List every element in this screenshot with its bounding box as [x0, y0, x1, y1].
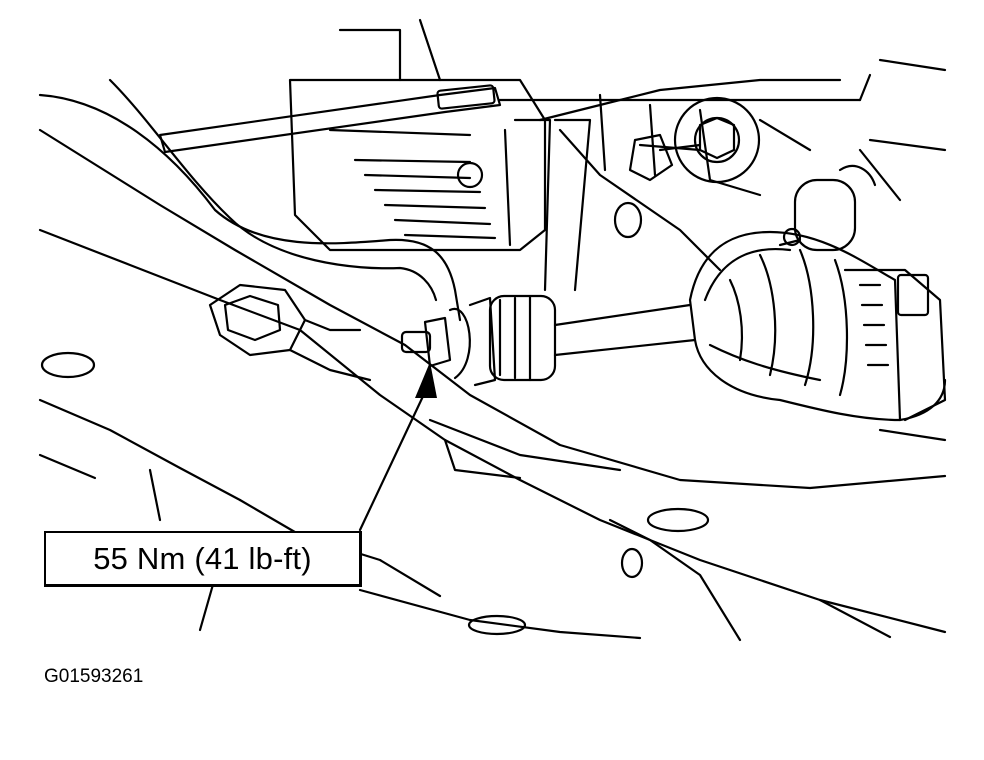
stabilizer-link [513, 118, 592, 292]
frame-holes [40, 201, 710, 636]
callout-leader [358, 390, 427, 532]
drive-shaft [553, 303, 697, 357]
link-stud-and-nut [400, 294, 557, 387]
torque-callout: 55 Nm (41 lb-ft) [44, 531, 362, 587]
cv-boot [688, 230, 902, 422]
alternator [288, 18, 547, 252]
engine-block [538, 78, 842, 272]
figure-id: G01593261 [44, 666, 144, 687]
ball-joint [778, 164, 877, 252]
torque-callout-label: 55 Nm (41 lb-ft) [93, 540, 312, 576]
lower-arm-right [878, 378, 947, 442]
curved-hose [38, 78, 462, 322]
callout-arrowhead [415, 362, 437, 398]
steering-knuckle [843, 58, 947, 422]
hex-bolt-left [208, 283, 372, 382]
upper-brace [158, 73, 872, 154]
mounting-nut [628, 96, 761, 184]
